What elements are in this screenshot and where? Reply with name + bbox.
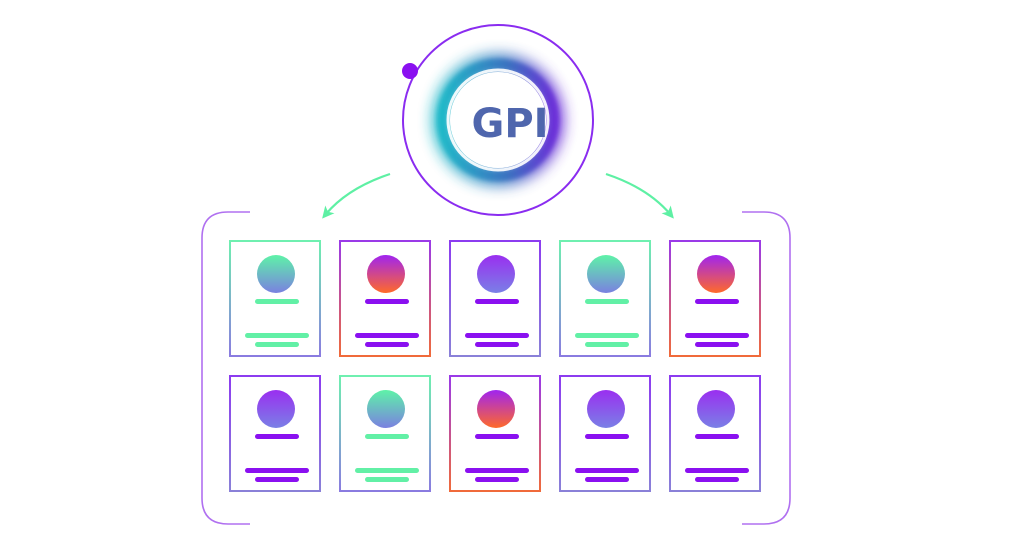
placeholder-line [255,342,299,347]
placeholder-line [465,333,529,338]
avatar [697,255,735,293]
placeholder-line [575,333,639,338]
placeholder-line [355,468,419,473]
placeholder-line [365,434,409,439]
profile-card [669,240,761,357]
placeholder-line [475,342,519,347]
placeholder-line [695,299,739,304]
placeholder-line [465,468,529,473]
placeholder-line [475,477,519,482]
hub-label: GPI [471,101,549,147]
avatar [367,390,405,428]
placeholder-line [685,333,749,338]
profile-grid [229,240,765,496]
placeholder-line [695,434,739,439]
placeholder-line [365,342,409,347]
placeholder-line [365,299,409,304]
profile-card [669,375,761,492]
placeholder-line [585,299,629,304]
avatar [587,390,625,428]
profile-card [339,375,431,492]
avatar [257,255,295,293]
placeholder-line [585,342,629,347]
placeholder-line [695,477,739,482]
profile-card [229,240,321,357]
profile-card [339,240,431,357]
placeholder-line [575,468,639,473]
placeholder-line [585,477,629,482]
placeholder-line [685,468,749,473]
profile-card [559,240,651,357]
profile-card [559,375,651,492]
avatar [477,390,515,428]
avatar [697,390,735,428]
bracket-right [742,211,791,525]
orbit-dot [402,63,418,79]
profile-card [229,375,321,492]
avatar [587,255,625,293]
placeholder-line [255,434,299,439]
placeholder-line [475,434,519,439]
profile-card [449,240,541,357]
avatar [477,255,515,293]
bracket-left [201,211,250,525]
arrow-left [322,172,391,219]
placeholder-line [255,299,299,304]
placeholder-line [245,468,309,473]
profile-card [449,375,541,492]
placeholder-line [365,477,409,482]
arrow-right [605,172,674,219]
avatar [367,255,405,293]
avatar [257,390,295,428]
hub-core [450,72,546,168]
placeholder-line [245,333,309,338]
placeholder-line [695,342,739,347]
placeholder-line [255,477,299,482]
orbit-ring [402,24,594,216]
placeholder-line [355,333,419,338]
placeholder-line [585,434,629,439]
placeholder-line [475,299,519,304]
